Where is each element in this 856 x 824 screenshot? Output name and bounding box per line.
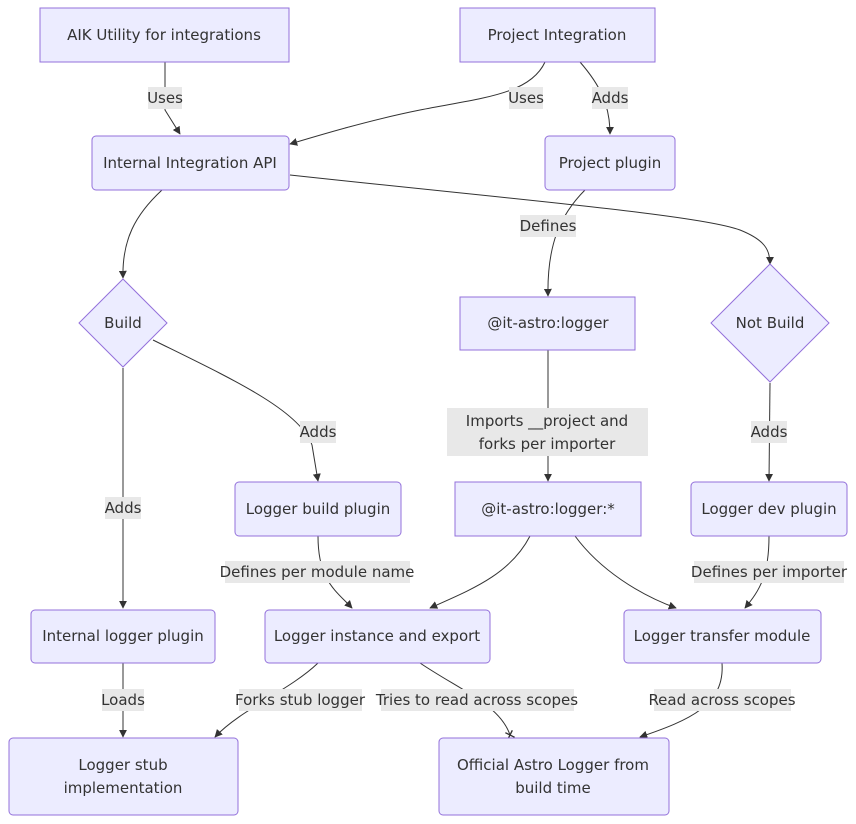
node-label: @it-astro:logger:* [481,500,615,518]
node-label: @it-astro:logger [487,314,609,332]
edge-label-text: forks per importer [479,435,616,453]
node-official-astro-logger: Official Astro Logger from build time [438,737,670,816]
nodes: AIK Utility for integrations Project Int… [8,7,848,816]
node-not-build-decision: Not Build [710,263,830,383]
edge-label-defines-per-importer: Defines per importer [691,561,848,583]
edge-label-text: Uses [508,89,544,107]
node-label: Logger dev plugin [701,500,836,518]
edge-label-pi-uses: Uses [508,87,544,109]
node-label: Logger instance and export [274,627,480,645]
edge-label-text: Defines per importer [691,563,848,581]
edge-label-text: Imports __project and [466,412,628,431]
node-logger-stub: Logger stub implementation [8,737,239,816]
edge-label-text: Adds [300,423,337,441]
edge-label-text: Adds [592,89,629,107]
node-logger-build-plugin: Logger build plugin [234,481,402,537]
edge-label-tries-read: Tries to read across scopes [375,689,578,711]
node-label: Official Astro Logger from [457,756,649,774]
node-label: Not Build [736,314,805,332]
node-internal-integration-api: Internal Integration API [91,135,290,191]
edge-label-text: Adds [751,423,788,441]
edge-label-text: Loads [101,691,145,709]
node-label: Logger stub [78,756,167,774]
edge-label-build-adds-right: Adds [300,421,337,443]
edge-label-build-adds-down: Adds [105,497,142,519]
edge-label-pi-adds: Adds [592,87,629,109]
edge-label-read-across: Read across scopes [648,689,796,711]
node-it-astro-logger-wildcard: @it-astro:logger:* [454,481,642,537]
node-logger-instance: Logger instance and export [264,609,491,664]
node-aik-utility: AIK Utility for integrations [39,7,290,63]
node-build-decision: Build [78,278,168,368]
edge-labels: Uses Uses Adds Defines Imports __project… [101,87,848,711]
node-label: AIK Utility for integrations [67,26,261,44]
node-label: Project Integration [488,26,627,44]
edge-label-defines: Defines [520,215,577,237]
node-label: build time [515,779,591,797]
edge-build-to-build-plugin [152,339,321,482]
edge-label-text: Read across scopes [648,691,795,709]
edge-label-text: Tries to read across scopes [375,691,578,709]
node-label: Project plugin [559,154,661,172]
edge-label-text: Defines [520,217,577,235]
node-label: Build [104,314,142,332]
node-logger-transfer: Logger transfer module [623,609,822,664]
node-label: Logger build plugin [246,500,391,518]
node-label: implementation [64,779,183,797]
edge-label-text: Adds [105,499,142,517]
edge-wildcard-to-instance [429,535,531,609]
node-project-integration: Project Integration [459,7,656,63]
edge-project-integration-to-api [289,61,546,146]
edge-label-forks-stub: Forks stub logger [235,689,366,711]
node-logger-dev-plugin: Logger dev plugin [690,481,848,537]
node-project-plugin: Project plugin [544,135,676,191]
edge-api-to-build [118,189,163,279]
node-label: Internal logger plugin [42,627,204,645]
node-internal-logger-plugin: Internal logger plugin [30,609,216,664]
node-it-astro-logger: @it-astro:logger [459,296,636,351]
edge-aik-to-api [164,62,181,135]
edge-label-text: Uses [147,89,183,107]
edge-label-text: Forks stub logger [235,691,366,709]
edge-wildcard-to-transfer [574,535,677,610]
edge-label-defines-per-module: Defines per module name [220,561,415,583]
edge-label-imports: Imports __project and forks per importer [447,408,648,456]
edge-label-aik-uses: Uses [147,87,183,109]
edge-label-notbuild-adds: Adds [751,421,788,443]
edge-label-loads: Loads [101,689,145,711]
node-label: Internal Integration API [103,154,277,172]
node-label: Logger transfer module [634,627,811,645]
edge-label-text: Defines per module name [220,563,415,581]
edge-api-to-not-build [289,174,774,265]
